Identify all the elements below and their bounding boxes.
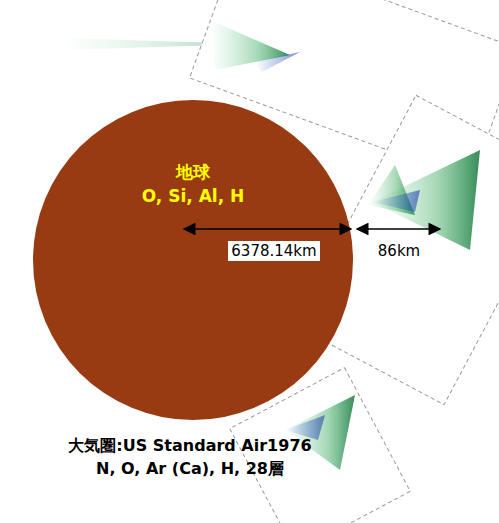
atmosphere-note: 大気圏:US Standard Air1976	[65, 435, 314, 458]
atmosphere-arrow	[357, 228, 440, 230]
atmosphere-note: N, O, Ar (Ca), H, 28層	[93, 458, 287, 481]
dimension-label: 6378.14km	[228, 241, 319, 261]
dimension-label: 86km	[375, 241, 423, 261]
node-title: 地球	[33, 162, 353, 182]
radius-arrow	[184, 228, 351, 230]
element-list: O, Si, Al, H	[33, 186, 353, 206]
